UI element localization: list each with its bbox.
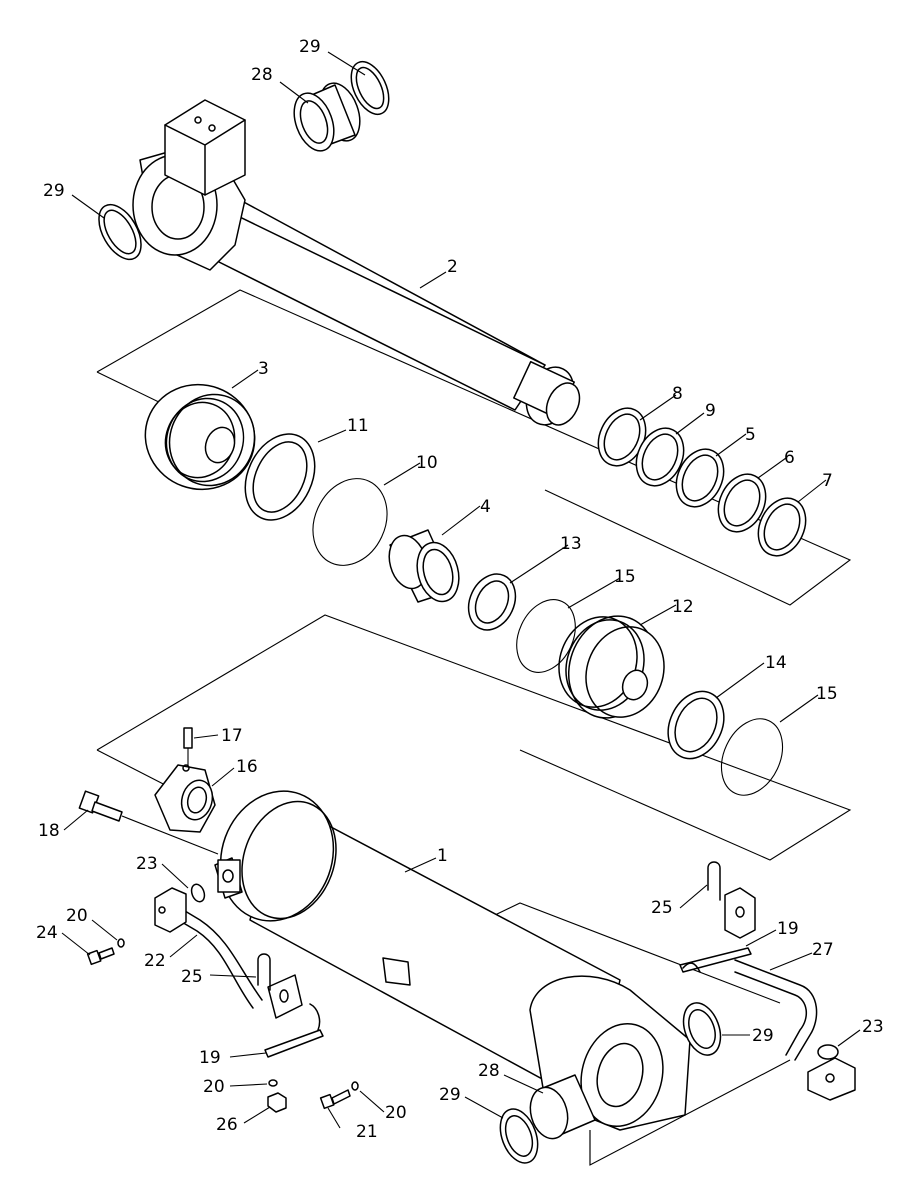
- label-29-left: 29: [43, 181, 65, 201]
- label-25-right: 25: [651, 898, 673, 918]
- seal-part-7: [757, 497, 807, 557]
- label-22: 22: [144, 951, 166, 971]
- clamp-part-25-left: [257, 953, 271, 991]
- label-16: 16: [236, 757, 258, 777]
- label-19-left: 19: [199, 1048, 221, 1068]
- label-18: 18: [38, 821, 60, 841]
- dust-seal-part-29-right: [682, 1002, 722, 1056]
- cylinder-head-part-3: [144, 383, 256, 491]
- o-ring-part-15-lower: [720, 718, 784, 796]
- label-23-left: 23: [136, 854, 158, 874]
- washer-part-20-right: [351, 1081, 359, 1091]
- seal-part-9: [635, 427, 685, 487]
- label-29-top: 29: [299, 37, 321, 57]
- label-8: 8: [672, 384, 683, 404]
- label-29-right: 29: [752, 1026, 774, 1046]
- bolt-part-21: [319, 1089, 351, 1110]
- label-20-left: 20: [66, 906, 88, 926]
- pipe-part-22: [154, 887, 303, 1019]
- label-29-bottom: 29: [439, 1085, 461, 1105]
- bolt-part-18: [78, 790, 219, 855]
- label-3: 3: [258, 359, 269, 379]
- label-21: 21: [356, 1122, 378, 1142]
- label-1: 1: [437, 846, 448, 866]
- label-27: 27: [812, 940, 834, 960]
- label-13: 13: [560, 534, 582, 554]
- label-19-right: 19: [777, 919, 799, 939]
- label-11: 11: [347, 416, 369, 436]
- label-9: 9: [705, 401, 716, 421]
- washer-part-20-left: [117, 938, 125, 948]
- label-7: 7: [822, 471, 833, 491]
- label-25-left: 25: [181, 967, 203, 987]
- label-24: 24: [36, 923, 58, 943]
- o-ring-part-10: [312, 478, 388, 566]
- bushing-part-4: [388, 529, 460, 603]
- bracket-part-19-right: [679, 947, 752, 973]
- o-ring-part-23-right: [817, 1044, 839, 1060]
- label-6: 6: [784, 448, 795, 468]
- label-15-upper: 15: [614, 567, 636, 587]
- bolt-part-24: [86, 947, 115, 966]
- seal-part-6: [717, 473, 767, 533]
- piston-part-12: [558, 615, 665, 719]
- label-10: 10: [416, 453, 438, 473]
- label-28-bottom: 28: [478, 1061, 500, 1081]
- dust-seal-part-29-top: [350, 60, 390, 116]
- cylinder-tube-part-1: [214, 790, 691, 1131]
- bracket-part-19-left: [264, 1003, 324, 1058]
- seal-ring-part-11: [244, 433, 316, 521]
- set-screw-part-17: [183, 727, 193, 766]
- label-20-right: 20: [385, 1103, 407, 1123]
- o-ring-part-23-left: [190, 883, 206, 903]
- label-14: 14: [765, 653, 787, 673]
- ring-part-13: [467, 573, 517, 631]
- label-15-lower: 15: [816, 684, 838, 704]
- seal-part-5: [675, 448, 725, 508]
- label-12: 12: [672, 597, 694, 617]
- leader-lines: [61, 51, 861, 1129]
- label-17: 17: [221, 726, 243, 746]
- pipe-part-27: [724, 887, 856, 1101]
- label-26: 26: [216, 1115, 238, 1135]
- part-number-labels: 29 28 29 2 3 11 10 8 9 5 6 7 4 13 15 12 …: [36, 37, 884, 1142]
- piston-rod-part-2: [132, 99, 581, 426]
- label-23-right: 23: [862, 1017, 884, 1037]
- washer-part-20-mid: [268, 1079, 278, 1087]
- label-2: 2: [447, 257, 458, 277]
- label-4: 4: [480, 497, 491, 517]
- assembly-lines: [96, 289, 852, 1166]
- label-5: 5: [745, 425, 756, 445]
- nut-part-16: [154, 764, 216, 833]
- clamp-part-25-right: [707, 861, 721, 901]
- label-20-mid: 20: [203, 1077, 225, 1097]
- nut-part-26: [267, 1092, 287, 1113]
- rod-eye-bushing-part-28: [293, 82, 361, 152]
- label-28-top: 28: [251, 65, 273, 85]
- dust-seal-part-29-bottom: [499, 1108, 539, 1164]
- bushing-part-28-bottom: [529, 1074, 596, 1140]
- dust-seal-part-29-left: [98, 203, 142, 261]
- ring-part-14: [667, 690, 725, 760]
